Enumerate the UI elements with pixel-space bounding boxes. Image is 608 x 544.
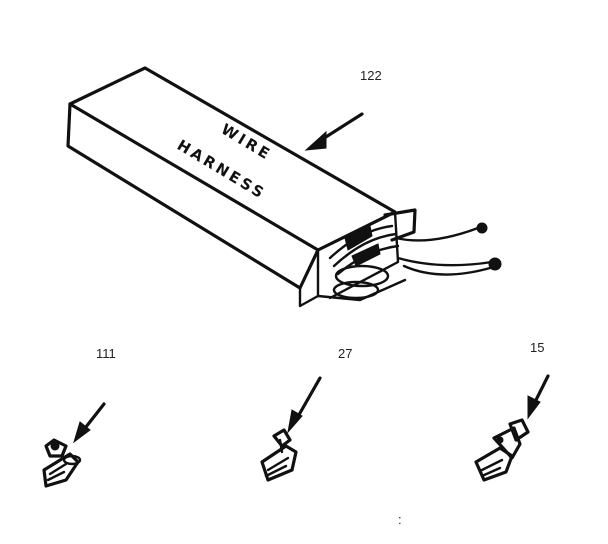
arrow-harness <box>304 112 364 151</box>
callout-terminal-right: 15 <box>530 340 544 355</box>
callout-terminal-mid: 27 <box>338 346 352 361</box>
terminal-mid <box>260 428 298 482</box>
callout-harness: 122 <box>360 68 382 83</box>
wire-harness-box <box>66 66 417 308</box>
arrow-terminal-mid <box>287 376 322 434</box>
callout-terminal-left: 111 <box>96 346 116 361</box>
stray-mark: : <box>398 512 402 527</box>
harness-wires <box>328 222 502 300</box>
arrow-terminal-right <box>527 374 550 420</box>
terminal-left <box>42 438 82 488</box>
terminal-right <box>474 418 530 482</box>
arrow-terminal-left <box>73 402 106 444</box>
